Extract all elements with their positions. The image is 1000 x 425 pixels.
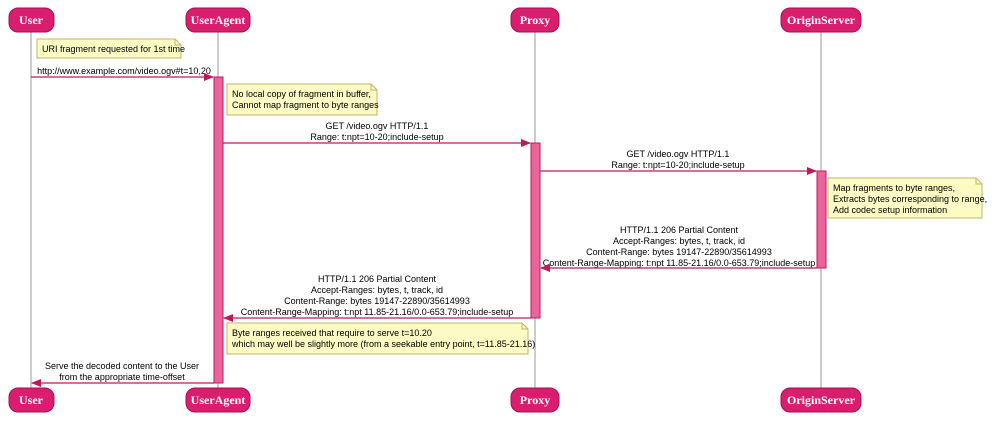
message-label: HTTP/1.1 206 Partial Content: [318, 274, 437, 284]
note-line: Cannot map fragment to byte ranges: [232, 100, 379, 110]
participant-origin-top: OriginServer: [780, 7, 862, 33]
participant-label: User: [19, 13, 44, 27]
participant-useragent-top: UserAgent: [185, 7, 251, 33]
message-label: from the appropriate time-offset: [59, 372, 185, 382]
participant-proxy-top: Proxy: [510, 7, 560, 33]
message-label: HTTP/1.1 206 Partial Content: [620, 225, 739, 235]
participant-useragent-bottom: UserAgent: [185, 387, 251, 413]
participant-label: OriginServer: [787, 393, 856, 407]
message-label: Accept-Ranges: bytes, t, track, id: [311, 285, 443, 295]
note-line: URI fragment requested for 1st time: [42, 44, 185, 54]
message-label: Content-Range: bytes 19147-22890/3561499…: [586, 247, 772, 257]
activation-proxy: [530, 142, 541, 319]
participant-label: OriginServer: [787, 13, 856, 27]
message-label: http://www.example.com/video.ogv#t=10,20: [37, 66, 211, 76]
message-label: GET /video.ogv HTTP/1.1: [326, 121, 429, 131]
participant-label: Proxy: [520, 393, 550, 407]
participant-label: User: [19, 393, 44, 407]
message-get-to-proxy: GET /video.ogv HTTP/1.1 Range: t:npt=10-…: [223, 121, 531, 147]
message-label: Serve the decoded content to the User: [45, 361, 199, 371]
participant-user-top: User: [8, 7, 55, 33]
participant-origin-bottom: OriginServer: [780, 387, 862, 413]
note-line: Byte ranges received that require to ser…: [232, 328, 432, 338]
message-label: Accept-Ranges: bytes, t, track, id: [613, 236, 745, 246]
note-line: Map fragments to byte ranges,: [833, 183, 955, 193]
note-no-local-copy: No local copy of fragment in buffer, Can…: [226, 83, 379, 116]
note-map-fragments: Map fragments to byte ranges, Extracts b…: [827, 177, 987, 219]
message-request-uri: http://www.example.com/video.ogv#t=10,20: [31, 66, 214, 81]
note-line: which may well be slightly more (from a …: [231, 339, 535, 349]
message-label: GET /video.ogv HTTP/1.1: [627, 149, 730, 159]
note-byte-ranges-received: Byte ranges received that require to ser…: [226, 322, 535, 355]
note-line: No local copy of fragment in buffer,: [232, 89, 371, 99]
note-line: Add codec setup information: [833, 205, 947, 215]
participant-proxy-bottom: Proxy: [510, 387, 560, 413]
note-uri-fragment: URI fragment requested for 1st time: [36, 38, 185, 59]
message-label: Range: t:npt=10-20;include-setup: [310, 132, 443, 142]
message-label: Content-Range-Mapping: t:npt 11.85-21.16…: [241, 307, 514, 317]
message-label: Range: t:npt=10-20;include-setup: [611, 160, 744, 170]
message-serve-content: Serve the decoded content to the User fr…: [31, 361, 214, 387]
participant-label: Proxy: [520, 13, 550, 27]
participant-label: UserAgent: [191, 13, 246, 27]
participant-user-bottom: User: [8, 387, 55, 413]
activation-useragent: [213, 76, 224, 384]
message-label: Content-Range: bytes 19147-22890/3561499…: [284, 296, 470, 306]
message-get-to-origin: GET /video.ogv HTTP/1.1 Range: t:npt=10-…: [540, 149, 817, 175]
activation-origin: [816, 170, 827, 269]
note-line: Extracts bytes corresponding to range,: [833, 194, 987, 204]
message-206-to-useragent: HTTP/1.1 206 Partial Content Accept-Rang…: [223, 274, 531, 322]
message-206-to-proxy: HTTP/1.1 206 Partial Content Accept-Rang…: [540, 225, 817, 272]
message-label: Content-Range-Mapping: t:npt 11.85-21.16…: [543, 258, 816, 268]
participant-label: UserAgent: [191, 393, 246, 407]
